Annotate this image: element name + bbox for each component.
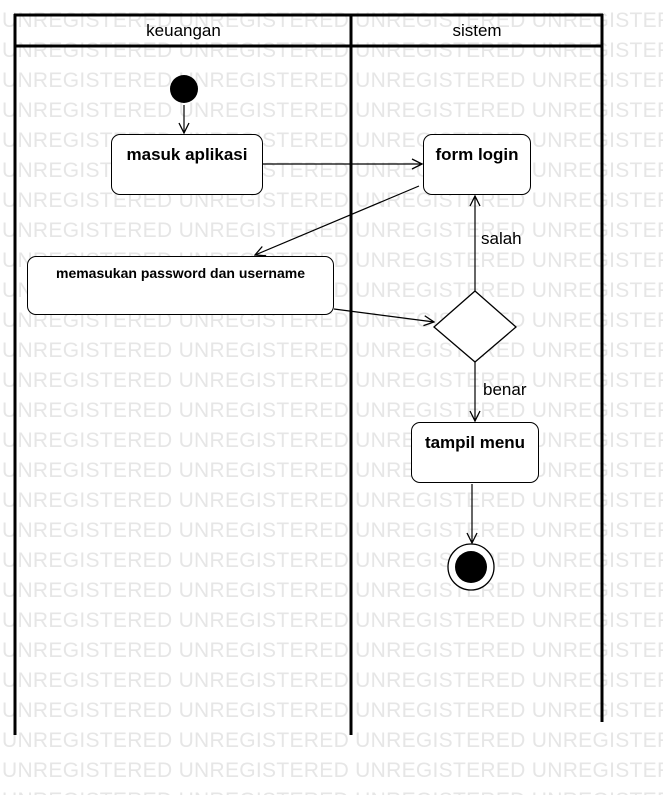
action-node-tampil-menu: tampil menu: [411, 422, 539, 483]
action-label: memasukan password dan username: [56, 265, 305, 281]
lane-header-keuangan: keuangan: [146, 20, 221, 40]
guard-benar: benar: [483, 380, 527, 399]
lane-header-sistem: sistem: [452, 20, 502, 40]
final-node-core: [455, 551, 487, 583]
action-label: form login: [435, 145, 519, 164]
action-label: masuk aplikasi: [126, 145, 248, 164]
edge-input-credentials-to-decision: [333, 308, 434, 322]
action-node-memasukan-password: memasukan password dan username: [27, 256, 334, 315]
action-node-form-login: form login: [423, 134, 531, 195]
decision-node: [433, 290, 517, 363]
initial-node: [170, 75, 198, 103]
edge-form-login-to-input-credentials: [255, 185, 420, 255]
guard-salah: salah: [481, 229, 522, 248]
action-label: tampil menu: [424, 433, 526, 452]
action-node-masuk-aplikasi: masuk aplikasi: [111, 134, 263, 195]
